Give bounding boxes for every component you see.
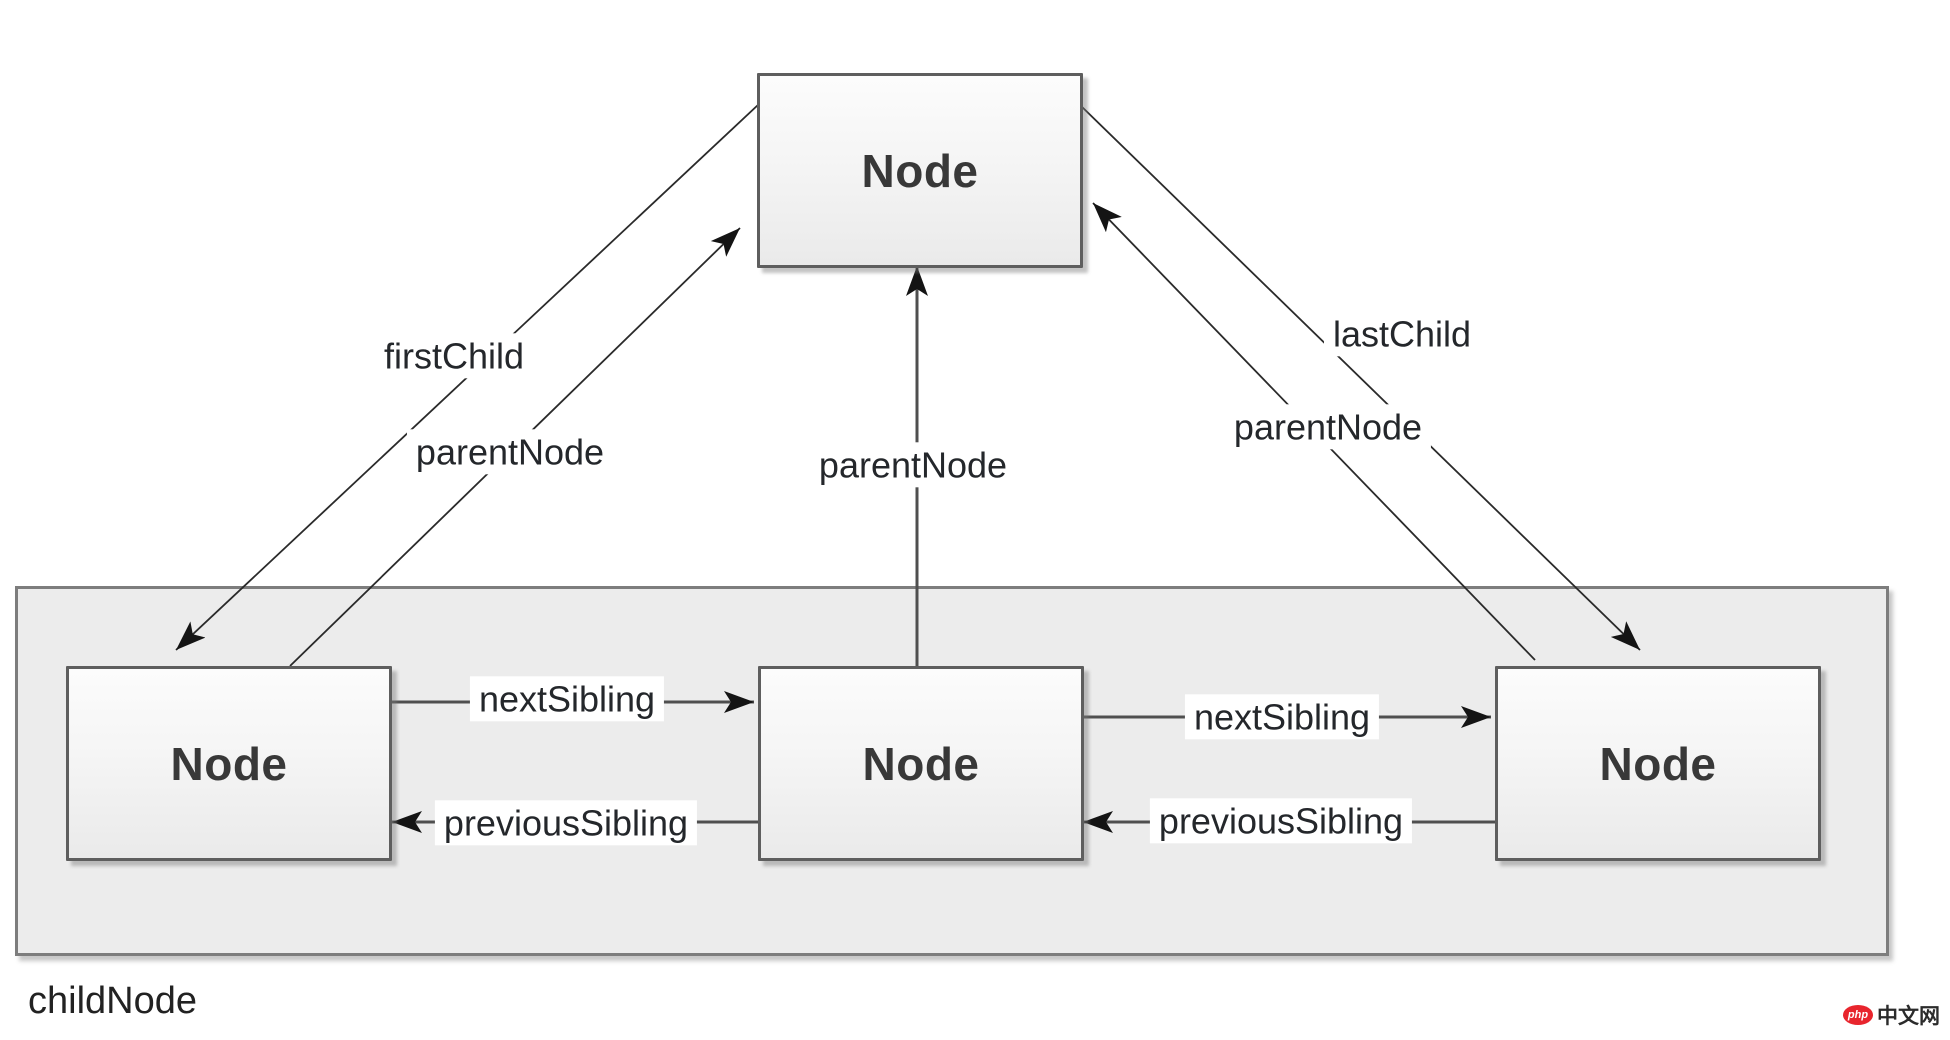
edge-label-parentnode-left: parentNode <box>406 429 614 475</box>
edge-label-parentnode-right: parentNode <box>1224 404 1432 450</box>
edge-label-previoussibling-right: previousSibling <box>1149 798 1413 844</box>
php-logo-badge: php <box>1843 1005 1873 1025</box>
edge-label-nextsibling-left: nextSibling <box>469 676 665 722</box>
php-cn-watermark: php 中文网 <box>1843 1000 1940 1030</box>
edge-label-parentnode-center: parentNode <box>809 442 1017 488</box>
parent-node-box: Node <box>757 73 1083 268</box>
edge-label-previoussibling-left: previousSibling <box>434 800 698 846</box>
child-node-box-3: Node <box>1495 666 1821 861</box>
edge-label-lastchild: lastChild <box>1323 311 1481 357</box>
child-node-box-2: Node <box>758 666 1084 861</box>
lastchild-arrow <box>1078 103 1641 651</box>
php-cn-site-name: 中文网 <box>1877 1005 1940 1028</box>
child-node-label-3: Node <box>1599 737 1717 790</box>
child-node-box-1: Node <box>66 666 392 861</box>
child-node-label-2: Node <box>862 737 980 790</box>
child-node-label-1: Node <box>170 737 288 790</box>
childnode-caption: childNode <box>28 980 197 1022</box>
parent-node-label: Node <box>861 144 979 197</box>
edge-label-nextsibling-right: nextSibling <box>1184 694 1380 740</box>
edge-label-firstchild: firstChild <box>374 333 534 379</box>
